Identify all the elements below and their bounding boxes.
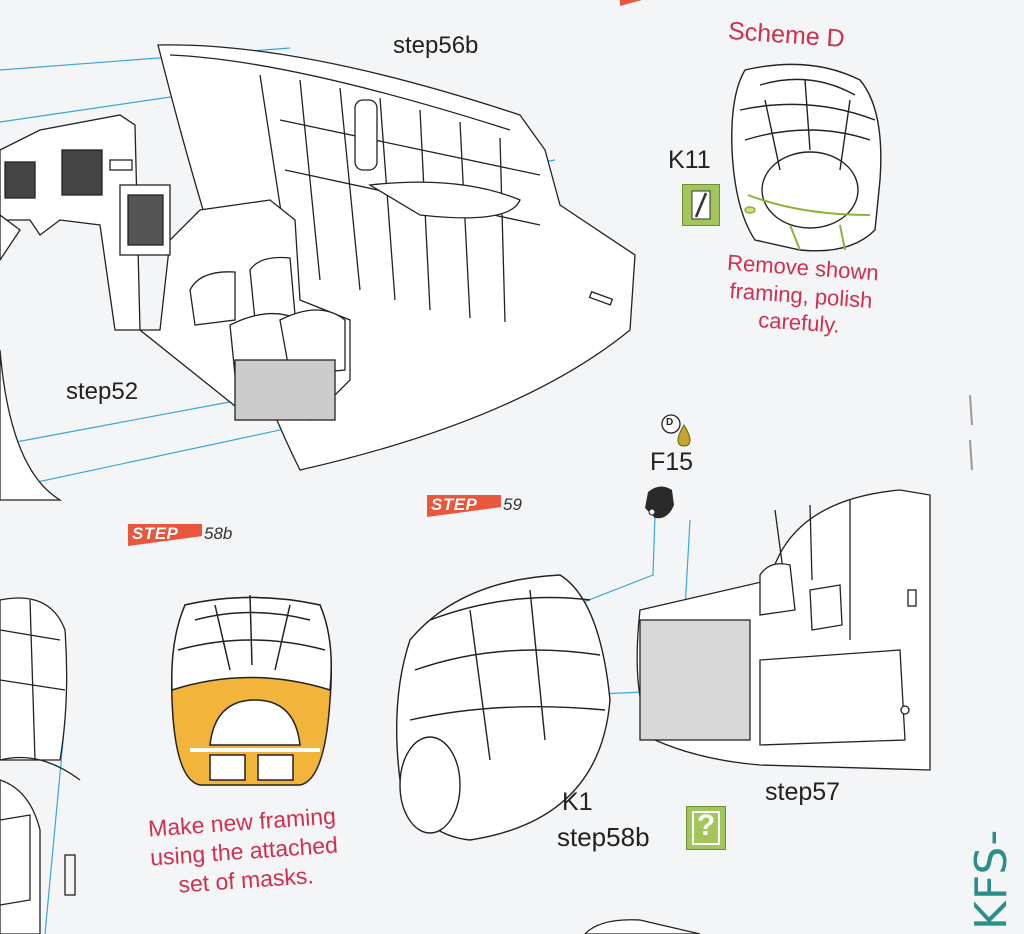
badge-word: STEP [132,524,179,543]
glue-marker-letter: D [666,417,674,428]
glue-drop-icon [661,414,691,447]
badge-word: STEP [431,495,478,514]
label-k11: K11 [668,146,711,174]
label-k1: K1 [562,788,593,816]
label-step58b-ref: step58b [557,822,650,852]
badge-fragment [620,0,642,6]
label-step57: step57 [765,778,841,806]
f15-part [645,486,674,519]
note-new-framing: Make new framing using the attached set … [121,800,366,903]
masked-canopy [171,594,332,786]
label-step52: step52 [66,378,139,405]
note-remove-framing: Remove shown framing, polish carefuly. [703,247,898,343]
scheme-d-canopy [731,63,882,252]
cut-icon [682,184,720,226]
edge-marks [969,394,973,471]
badge-number: 58b [204,524,233,543]
label-f15: F15 [650,448,694,476]
label-step56b: step56b [393,32,479,59]
cockpit-section [0,114,351,501]
bottom-part [584,919,701,934]
brand-watermark: KFS-miniatures [966,686,1024,930]
forward-fuselage [636,489,931,771]
left-partial-parts [0,597,81,934]
question-icon: ? [686,806,726,850]
badge-number: 59 [503,495,522,514]
k1-canopy [395,574,611,841]
